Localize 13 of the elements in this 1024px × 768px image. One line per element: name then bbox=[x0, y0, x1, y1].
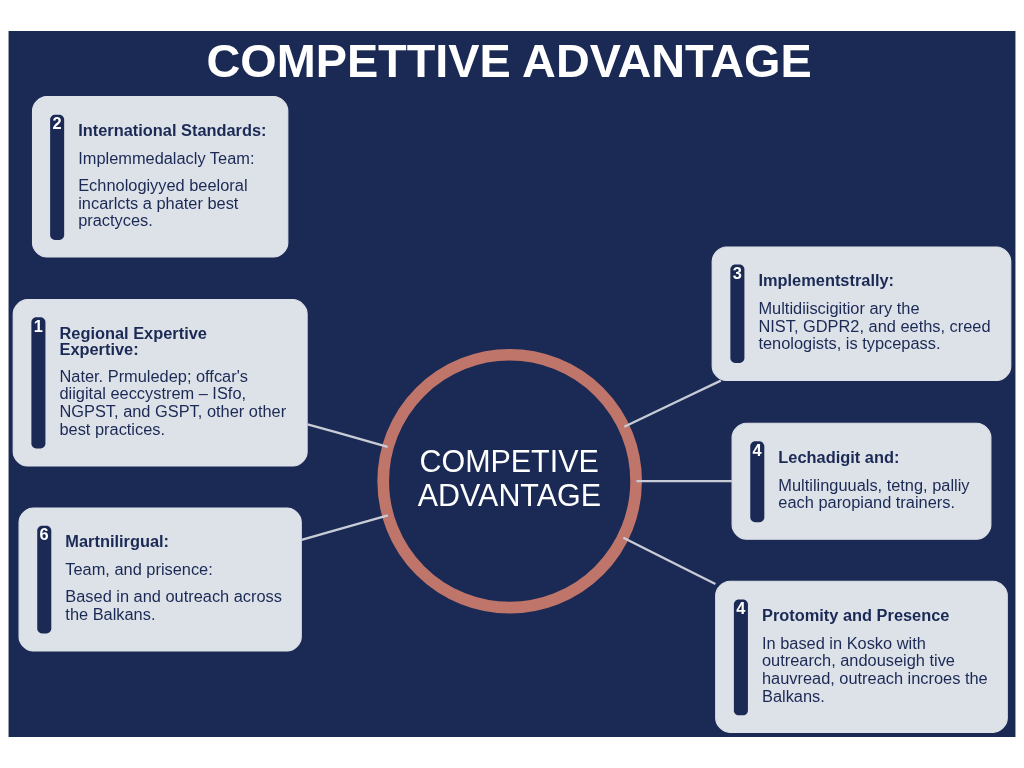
node-circle: COMPETIVE ADVANTAGE bbox=[377, 348, 642, 614]
diagram-title: COMPETTIVE ADVANTAGE bbox=[206, 34, 812, 87]
node-box: 2 International Standards: Implemmedalacly Team: Echnologiyyed beeloral incarlcts a phater best practyces. bbox=[31, 96, 289, 258]
node-box: 6 Martnilirgual: Team, and prisence: Based in and outreach across the Balkans. bbox=[18, 507, 302, 652]
connector bbox=[636, 480, 732, 483]
connector bbox=[307, 423, 388, 449]
node-box: 4 Lechadigit and: Multilinguuals, tetng, palliy each paropiand trainers. bbox=[731, 422, 992, 540]
connector bbox=[301, 514, 389, 541]
node-box: 1 Regional Expertive Expertive: Nater. Prmuledep; offcar's diigital eeccystrem – ISfo, NGPST, and GSPT, other other best practices. bbox=[12, 299, 308, 467]
node-box: 3 Implementstrally: Multidiiscigitior ary the NIST, GDPR2, and eeths, creed tenologists, is typcepass. bbox=[711, 246, 1012, 382]
node-box: 4 Protomity and Presence In based in Kosko with outrearch, andouseigh tive hauvread, outreach incroes the Balkans. bbox=[715, 580, 1008, 733]
connector bbox=[623, 379, 722, 428]
connector bbox=[622, 536, 716, 586]
